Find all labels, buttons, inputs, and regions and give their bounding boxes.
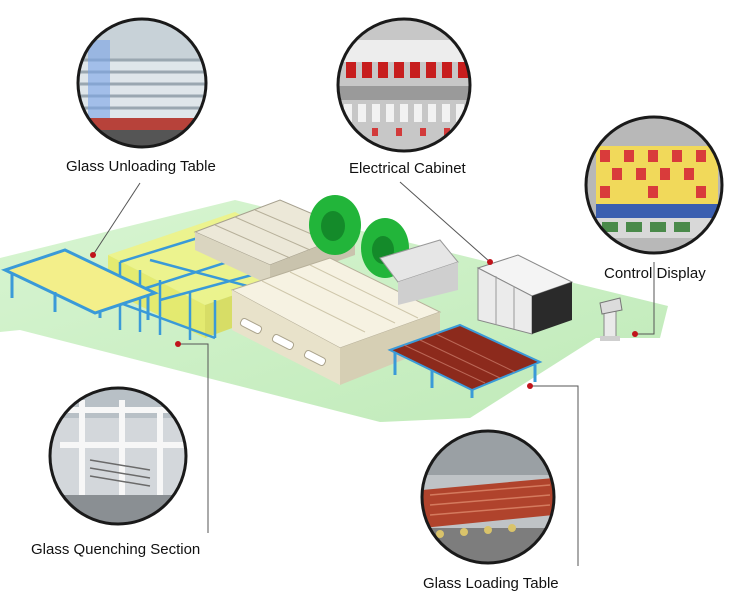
label-glass-loading-table: Glass Loading Table (423, 575, 559, 592)
furnace-body (193, 195, 459, 385)
label-glass-unloading-table: Glass Unloading Table (66, 158, 216, 175)
quenching-section-photo (48, 386, 188, 526)
label-electrical-cabinet: Electrical Cabinet (349, 160, 466, 177)
loading-table (387, 323, 543, 398)
unloading-table (1, 248, 159, 320)
electrical-cabinet (476, 254, 574, 335)
electrical-cabinet-photo (336, 17, 472, 153)
control-display-photo (584, 115, 724, 255)
marker-dots (90, 252, 638, 389)
leader-lines (92, 181, 655, 566)
glass-unloading-table-photo (76, 17, 208, 149)
label-control-display: Control Display (604, 265, 706, 282)
control-console (599, 297, 623, 341)
label-glass-quenching-section: Glass Quenching Section (31, 541, 201, 558)
glass-loading-table-photo (420, 429, 556, 565)
